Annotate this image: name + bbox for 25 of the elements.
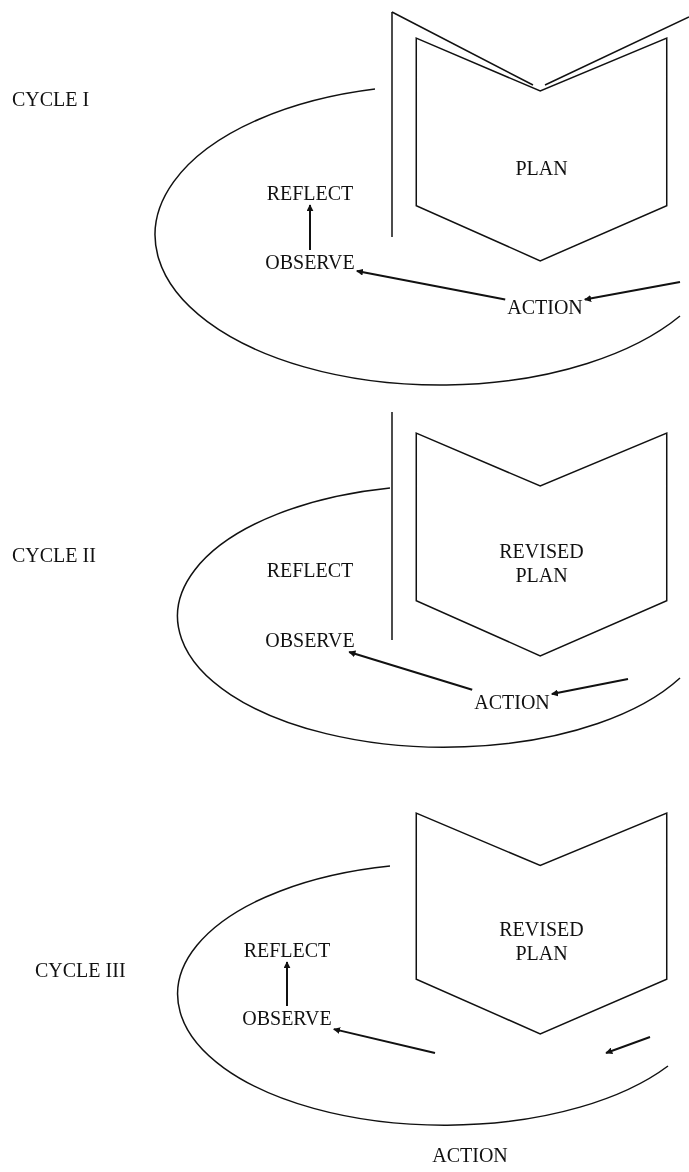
cycle-label: CYCLE II [12,543,96,567]
arrow [283,961,291,1007]
node-label: REVISED PLAN [498,538,585,587]
stage-label: OBSERVE [242,1007,332,1029]
stage-label: OBSERVE [265,629,355,651]
arrow [550,678,629,697]
chevron-shape [415,812,668,1035]
stage-label: REFLECT [266,559,354,581]
stage-label: ACTION [432,1144,508,1166]
chevron-shape [415,432,668,657]
arrow [355,268,507,301]
stage-label: ACTION [474,691,550,713]
arrow [306,204,314,251]
arrow [348,650,474,691]
arrow [583,281,681,302]
stage-label: OBSERVE [265,251,355,273]
stage-label: REFLECT [243,939,331,961]
cycle-label: CYCLE I [12,87,90,111]
node-label: REVISED PLAN [498,917,585,966]
cycle-label: CYCLE III [35,958,126,982]
arrow [332,1027,436,1054]
stage-label: REFLECT [266,182,354,204]
node-label: PLAN [514,155,569,180]
chevron-shape [415,37,668,262]
stage-label: ACTION [507,296,583,318]
